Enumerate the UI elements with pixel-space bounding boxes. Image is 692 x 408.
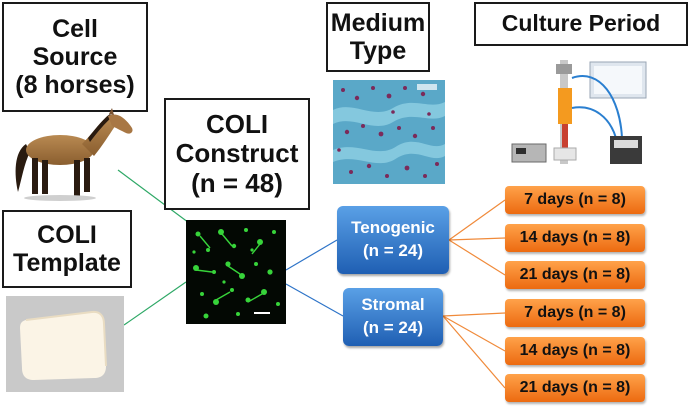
- coli-template-line-2: Template: [13, 249, 121, 277]
- period-text-5: 14 days (n = 8): [519, 342, 631, 359]
- bioreactor-image: [510, 58, 650, 168]
- period-box-3: 21 days (n = 8): [505, 261, 645, 289]
- coli-construct-line-3: (n = 48): [191, 167, 283, 198]
- cell-source-label: Cell Source (8 horses): [2, 2, 148, 112]
- coli-construct-line-2: Construct: [175, 138, 299, 169]
- stromal-to-period-4-line: [442, 312, 506, 317]
- coli-template-image: [6, 296, 124, 392]
- stained-tissue-image: [333, 80, 445, 184]
- cell-source-line-2: Source: [32, 43, 118, 71]
- period-box-5: 14 days (n = 8): [505, 337, 645, 365]
- medium-type-line-1: Medium: [330, 9, 426, 37]
- fluorescence-image: [186, 220, 286, 324]
- template-to-construct-line: [123, 281, 187, 326]
- period-text-3: 21 days (n = 8): [519, 266, 631, 283]
- culture-period-label: Culture Period: [474, 2, 688, 46]
- period-box-6: 21 days (n = 8): [505, 374, 645, 402]
- tenogenic-to-period-1-line: [448, 199, 506, 241]
- stromal-name: Stromal: [361, 295, 425, 315]
- period-text-1: 7 days (n = 8): [524, 191, 626, 208]
- coli-construct-line-1: COLI: [205, 109, 269, 140]
- period-text-6: 21 days (n = 8): [519, 379, 631, 396]
- cell-source-line-1: Cell: [52, 15, 98, 43]
- construct-to-stromal-line: [285, 283, 344, 317]
- period-box-1: 7 days (n = 8): [505, 186, 645, 214]
- tenogenic-to-period-2-line: [448, 237, 506, 241]
- tenogenic-count: (n = 24): [363, 241, 423, 260]
- stromal-count: (n = 24): [362, 318, 423, 337]
- tenogenic-name: Tenogenic: [351, 218, 435, 238]
- coli-template-line-1: COLI: [37, 221, 97, 249]
- coli-construct-label: COLI Construct (n = 48): [164, 98, 310, 210]
- horse-image: [15, 108, 133, 201]
- culture-period-text: Culture Period: [501, 10, 661, 37]
- coli-template-label: COLI Template: [2, 210, 132, 288]
- medium-type-label: Medium Type: [326, 2, 430, 72]
- medium-type-line-2: Type: [349, 37, 407, 65]
- stromal-box: Stromal (n = 24): [343, 288, 443, 346]
- cell-source-line-3: (8 horses): [15, 71, 135, 99]
- stromal-to-period-5-line: [442, 315, 506, 352]
- period-box-2: 14 days (n = 8): [505, 224, 645, 252]
- stromal-to-period-6-line: [442, 315, 506, 389]
- tenogenic-box: Tenogenic (n = 24): [337, 206, 449, 274]
- period-text-2: 14 days (n = 8): [519, 229, 631, 246]
- tenogenic-to-period-3-line: [448, 239, 506, 276]
- construct-to-tenogenic-line: [285, 239, 338, 271]
- period-text-4: 7 days (n = 8): [524, 304, 626, 321]
- period-box-4: 7 days (n = 8): [505, 299, 645, 327]
